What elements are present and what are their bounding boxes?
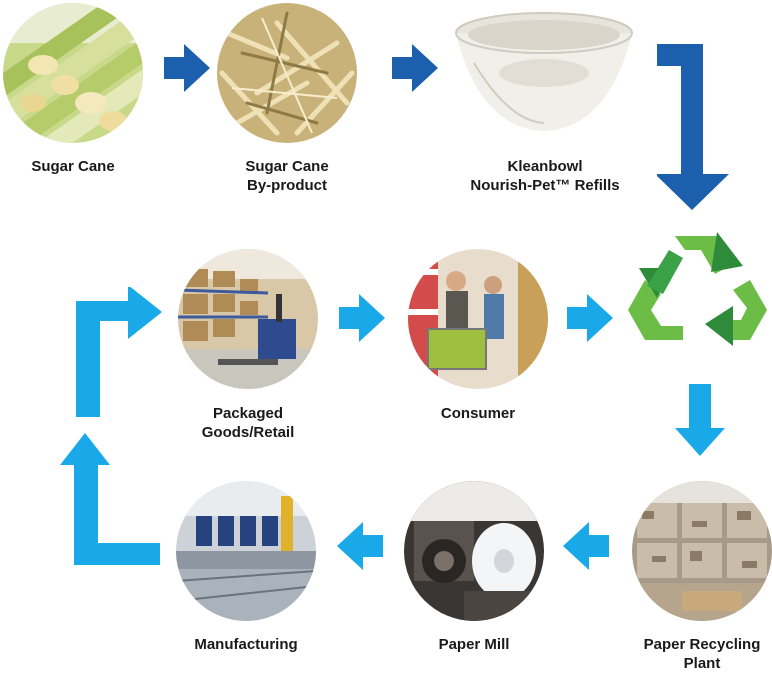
step-label: Consumer xyxy=(440,405,516,422)
paper-recycling-plant-image xyxy=(632,481,772,621)
bent-arrow-up-icon xyxy=(60,433,160,565)
arrow-right-icon xyxy=(164,44,210,92)
arrow-right-icon xyxy=(567,294,613,342)
consumer-image xyxy=(408,249,548,389)
kleanbowl-image xyxy=(449,3,639,143)
arrow-left-icon xyxy=(337,522,383,570)
step-label: Paper Mill xyxy=(438,636,510,653)
recycle-symbol-icon xyxy=(628,232,767,346)
step-label: Sugar Cane By-product xyxy=(245,158,329,194)
step-label: Packaged Goods/Retail xyxy=(201,405,295,441)
step-label: Paper Recycling Plant xyxy=(643,636,761,672)
sugar-cane-image xyxy=(3,3,143,143)
paper-mill-image xyxy=(404,481,544,621)
arrow-down-icon xyxy=(675,384,725,456)
bent-arrow-down-icon xyxy=(657,44,731,210)
step-label: Kleanbowl Nourish-Pet™ Refills xyxy=(470,158,620,194)
step-label: Sugar Cane xyxy=(31,158,115,175)
step-label: Manufacturing xyxy=(194,636,298,653)
arrow-right-icon xyxy=(339,294,385,342)
manufacturing-image xyxy=(176,481,316,621)
packaged-goods-image xyxy=(178,249,318,389)
arrow-left-icon xyxy=(563,522,609,570)
sugar-cane-byproduct-image xyxy=(217,3,357,143)
arrow-right-icon xyxy=(392,44,438,92)
bent-arrow-right-icon xyxy=(76,287,162,417)
